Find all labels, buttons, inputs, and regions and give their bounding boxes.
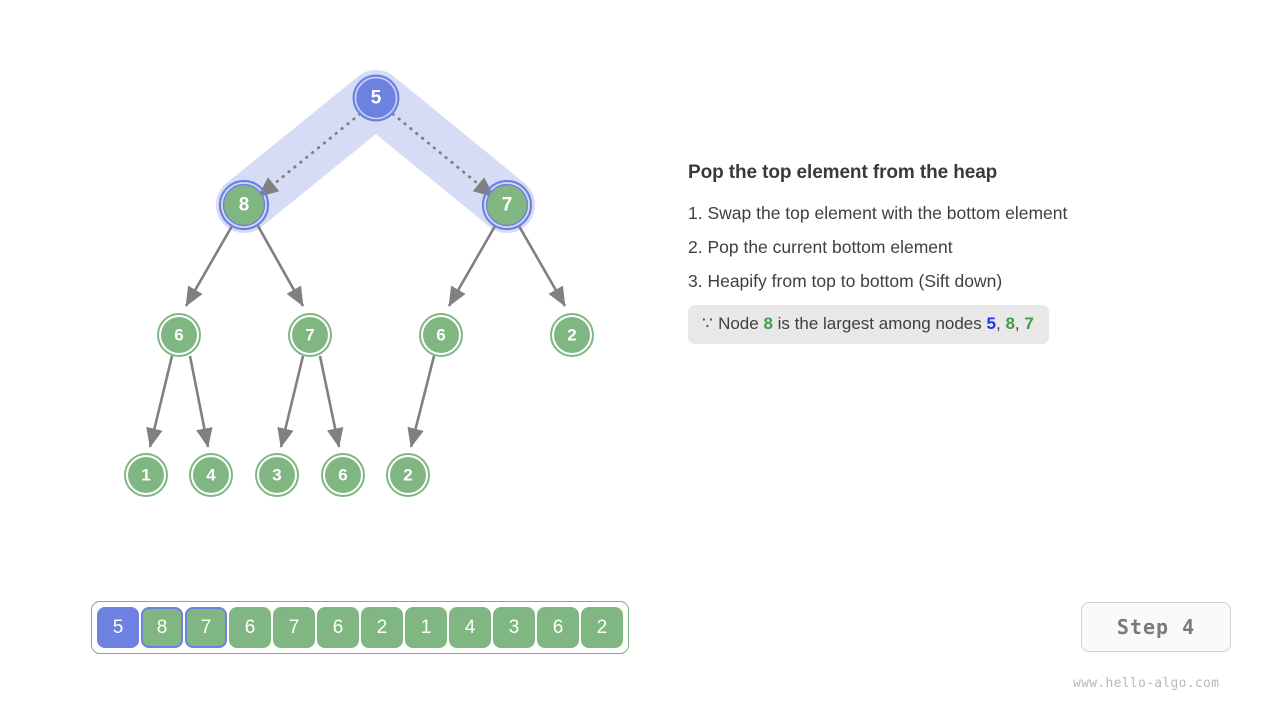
array-cell-3[interactable]: 6	[229, 607, 271, 648]
edge-6b-2	[407, 355, 436, 448]
note-candidate-1: 8	[1005, 314, 1015, 333]
tree-node-l2-0-label: 6	[174, 326, 183, 345]
tree-nodes: 5 8 7 6 7	[124, 74, 594, 497]
explanation-panel: Pop the top element from the heap 1. Swa…	[688, 162, 1228, 344]
tree-node-l3-1-label: 4	[206, 466, 216, 485]
because-symbol: ∵	[702, 314, 714, 333]
array-cell-10[interactable]: 6	[537, 607, 579, 648]
tree-node-l2-1-label: 7	[305, 326, 314, 345]
step-item-1: 1. Swap the top element with the bottom …	[688, 203, 1068, 223]
edge-7-6	[447, 225, 497, 307]
edge-6-4	[188, 355, 213, 448]
tree-node-l3-4-label: 2	[403, 466, 412, 485]
heap-tree-diagram: 5 8 7 6 7	[124, 70, 594, 497]
tree-node-8[interactable]: 8	[218, 179, 270, 231]
note-sep-0: ,	[995, 314, 1001, 333]
tree-node-l3-0-label: 1	[141, 466, 150, 485]
array-cell-11[interactable]: 2	[581, 607, 623, 648]
tree-node-l2-2[interactable]: 6	[419, 313, 463, 357]
tree-node-l3-2-label: 3	[272, 466, 281, 485]
tree-node-l3-2[interactable]: 3	[255, 453, 299, 497]
array-cell-5[interactable]: 6	[317, 607, 359, 648]
tree-node-l2-2-label: 6	[436, 326, 445, 345]
edge-7-2	[517, 225, 567, 307]
array-cell-4[interactable]: 7	[273, 607, 315, 648]
tree-edges	[146, 225, 567, 448]
array-cell-9[interactable]: 3	[493, 607, 535, 648]
watermark: www.hello-algo.com	[1073, 676, 1220, 691]
edge-7b-3	[277, 355, 305, 448]
tree-node-l2-3[interactable]: 2	[550, 313, 594, 357]
note-subject-value: 8	[763, 314, 773, 333]
tree-node-7-right[interactable]: 7	[481, 179, 533, 231]
array-cell-8[interactable]: 4	[449, 607, 491, 648]
note-candidate-0: 5	[986, 314, 996, 333]
tree-node-l3-0[interactable]: 1	[124, 453, 168, 497]
reason-note: ∵ Node 8 is the largest among nodes 5, 8…	[688, 305, 1049, 344]
edge-8-7	[256, 225, 305, 307]
array-cell-1[interactable]: 8	[141, 607, 183, 648]
tree-node-l3-4[interactable]: 2	[386, 453, 430, 497]
edge-8-6	[184, 225, 234, 307]
array-cell-6[interactable]: 2	[361, 607, 403, 648]
step-item-2: 2. Pop the current bottom element	[688, 237, 953, 257]
swap-arrows	[256, 112, 496, 199]
tree-node-l2-0[interactable]: 6	[157, 313, 201, 357]
step-item-3: 3. Heapify from top to bottom (Sift down…	[688, 271, 1003, 291]
tree-node-l3-3[interactable]: 6	[321, 453, 365, 497]
tree-node-5-label: 5	[371, 88, 382, 109]
note-middle: is the largest among nodes	[777, 314, 982, 333]
array-cell-7[interactable]: 1	[405, 607, 447, 648]
note-prefix: Node	[718, 314, 759, 333]
edge-7b-6	[318, 355, 344, 448]
page-title: Pop the top element from the heap	[688, 162, 998, 183]
tree-node-8-label: 8	[239, 195, 250, 216]
edge-6-1	[146, 355, 174, 448]
array-cell-0[interactable]: 5	[97, 607, 139, 648]
tree-node-7-right-label: 7	[502, 195, 513, 216]
note-sep-1: ,	[1014, 314, 1020, 333]
tree-node-l3-3-label: 6	[338, 466, 347, 485]
swap-arrow-left	[256, 112, 362, 199]
swap-arrow-right	[391, 112, 496, 199]
step-badge: Step 4	[1081, 602, 1231, 652]
heap-array: 5 8 7 6 7 6 2 1 4 3 6 2	[91, 601, 629, 654]
tree-node-5[interactable]: 5	[352, 74, 400, 122]
tree-node-l2-1[interactable]: 7	[288, 313, 332, 357]
tree-node-l2-3-label: 2	[567, 326, 576, 345]
tree-node-l3-1[interactable]: 4	[189, 453, 233, 497]
note-candidate-2: 7	[1024, 314, 1034, 333]
array-cell-2[interactable]: 7	[185, 607, 227, 648]
